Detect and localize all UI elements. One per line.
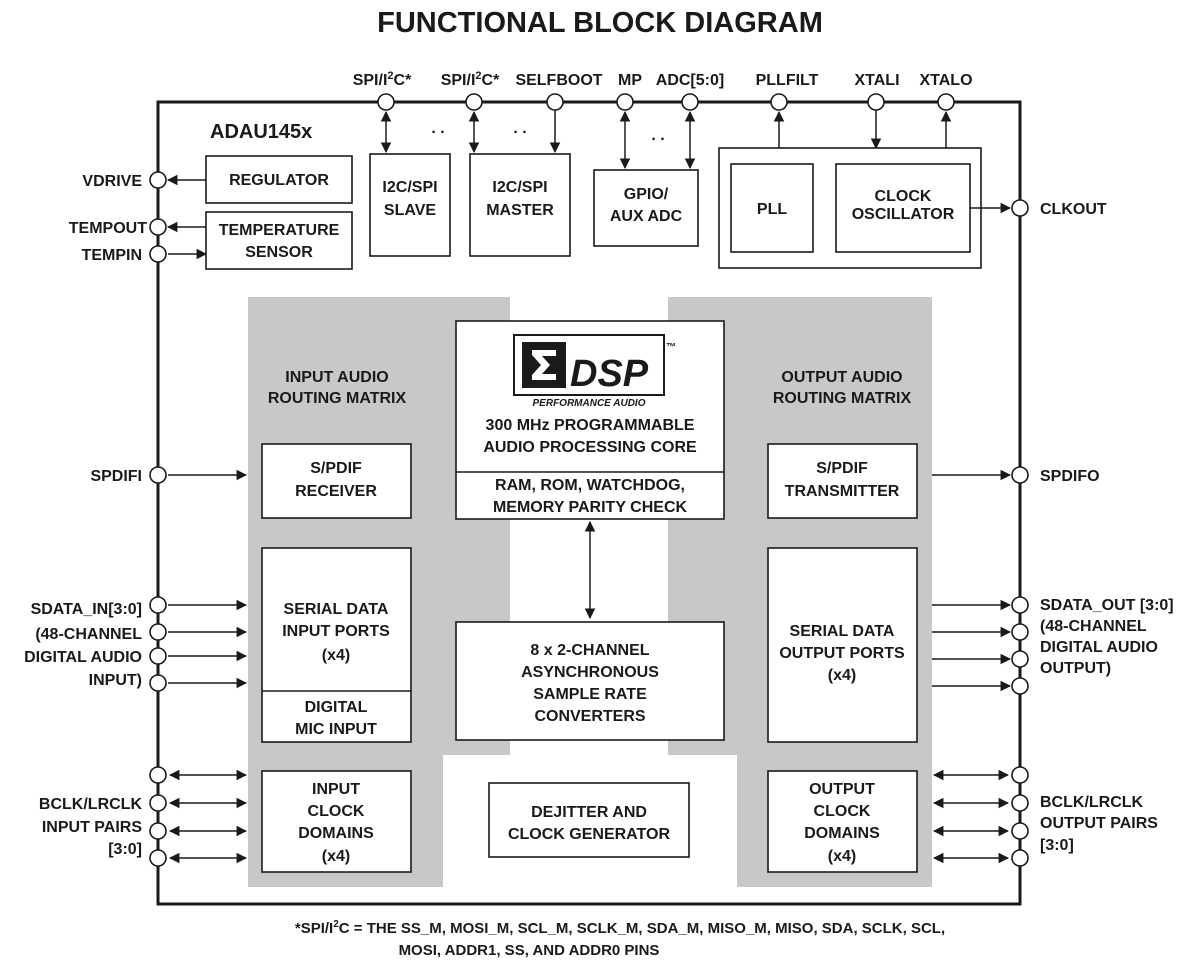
pin-tempin	[149, 245, 167, 263]
pin-xtali	[867, 93, 885, 111]
top-pins: SPI/I2C* SPI/I2C* SELFBOOT MP ADC[5:0] P…	[353, 70, 973, 144]
pin-label-vdrive: VDRIVE	[82, 173, 142, 190]
dsp-logo-text: DSP	[570, 353, 649, 395]
pin-mp	[616, 93, 634, 111]
pin-spdifi	[149, 466, 167, 484]
sdata-in-pins	[149, 596, 248, 692]
sdata-out-pins	[932, 596, 1029, 695]
gpio-aux-adc-block	[593, 169, 699, 247]
pin-adc	[681, 93, 699, 111]
pin-label-adc: ADC[5:0]	[656, 72, 724, 89]
pin-label-tempin: TEMPIN	[82, 247, 142, 264]
temperature-sensor-block	[205, 211, 353, 270]
asrc-block	[455, 621, 725, 741]
ellipsis-3: . .	[651, 127, 664, 144]
pin-spi-i2c-2	[465, 93, 483, 111]
pin-pllfilt	[770, 93, 788, 111]
pll-label: PLL	[757, 201, 787, 218]
pin-label-mp: MP	[618, 72, 642, 89]
memory-label: RAM, ROM, WATCHDOG,MEMORY PARITY CHECK	[493, 477, 688, 516]
footnote-line-2: MOSI, ADDR1, SS, AND ADDR0 PINS	[399, 942, 660, 959]
serial-data-output-block	[767, 547, 918, 743]
pin-spdifo	[1011, 466, 1029, 484]
pin-label-pllfilt: PLLFILT	[756, 72, 819, 89]
pin-tempout	[149, 218, 167, 236]
pin-label-spdifo: SPDIFO	[1040, 468, 1100, 485]
pin-label-spi-i2c-2: SPI/I2C*	[441, 70, 500, 89]
clock-oscillator-block	[835, 163, 971, 253]
output-clock-domains-block	[767, 770, 918, 873]
pin-xtalo	[937, 93, 955, 111]
chip-name: ADAU145x	[210, 121, 312, 143]
chip-outline	[156, 100, 1022, 906]
footnote-line-1: *SPI/I2C = THE SS_M, MOSI_M, SCL_M, SCLK…	[295, 919, 945, 937]
spdif-transmitter-block	[767, 443, 918, 519]
i2c-spi-master-block	[469, 153, 571, 257]
spdif-receiver-block	[261, 443, 412, 519]
dejitter-block	[488, 782, 690, 858]
bclk-input-pins	[149, 766, 248, 867]
dsp-trademark: ™	[666, 342, 676, 353]
bclk-output-pins	[932, 766, 1029, 867]
regulator-label: REGULATOR	[229, 172, 329, 189]
serial-data-input-block	[261, 547, 412, 743]
pin-label-spdifi: SPDIFI	[90, 468, 142, 485]
ellipsis-1: . .	[431, 120, 444, 137]
pin-label-xtali: XTALI	[854, 72, 899, 89]
pin-vdrive	[149, 171, 167, 189]
pin-label-selfboot: SELFBOOT	[515, 72, 602, 89]
regulator-block	[205, 155, 353, 204]
pin-label-clkout: CLKOUT	[1040, 201, 1107, 218]
diagram-title: FUNCTIONAL BLOCK DIAGRAM	[377, 7, 823, 39]
gpio-aux-adc-label: GPIO/AUX ADC	[610, 186, 683, 225]
pll-block	[730, 163, 814, 253]
ellipsis-2: . .	[513, 120, 526, 137]
i2c-spi-slave-block	[369, 153, 451, 257]
dsp-subtitle: PERFORMANCE AUDIO	[533, 398, 646, 409]
pin-clkout	[1011, 199, 1029, 217]
pin-label-spi-i2c-1: SPI/I2C*	[353, 70, 412, 89]
pin-spi-i2c-1	[377, 93, 395, 111]
pin-label-xtalo: XTALO	[919, 72, 972, 89]
pin-selfboot	[546, 93, 564, 111]
input-clock-domains-block	[261, 770, 412, 873]
sigma-dsp-logo: DSP ™ PERFORMANCE AUDIO	[513, 334, 676, 409]
pin-label-tempout: TEMPOUT	[69, 220, 147, 237]
